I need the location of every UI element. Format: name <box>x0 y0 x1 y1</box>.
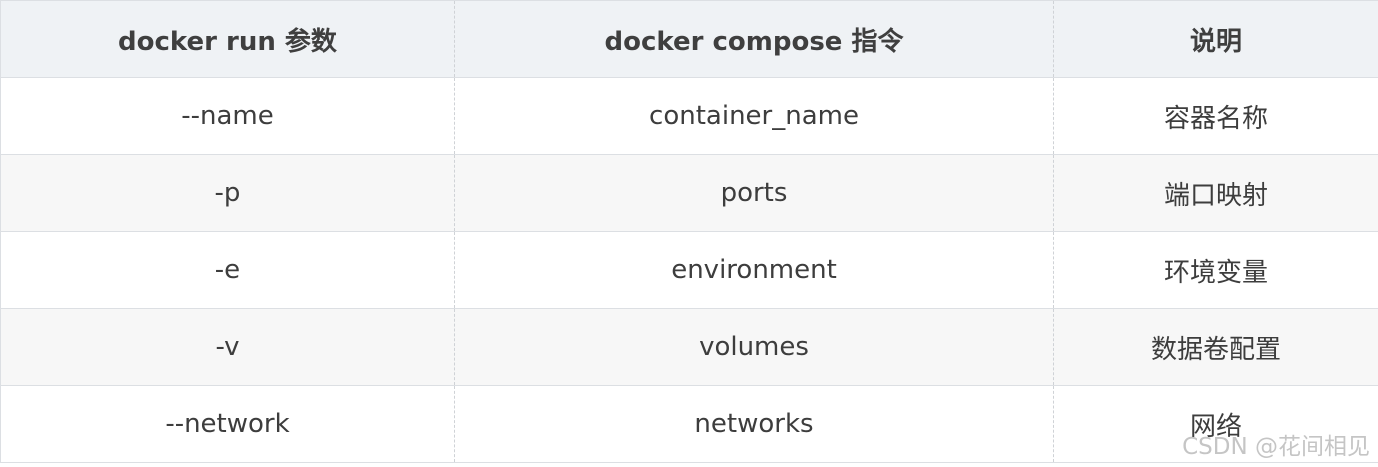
header-docker-run-param: docker run 参数 <box>0 0 455 78</box>
cell-description: 数据卷配置 <box>1053 308 1378 386</box>
header-docker-compose-directive: docker compose 指令 <box>454 0 1054 78</box>
cell-run-param: -v <box>0 308 455 386</box>
cell-compose-directive: networks <box>454 385 1054 463</box>
cell-run-param: --name <box>0 77 455 155</box>
cell-description: 容器名称 <box>1053 77 1378 155</box>
table-row: -v volumes 数据卷配置 <box>0 308 1378 386</box>
table-row: --network networks 网络 <box>0 385 1378 463</box>
cell-compose-directive: environment <box>454 231 1054 309</box>
cell-run-param: -p <box>0 154 455 232</box>
header-description: 说明 <box>1053 0 1378 78</box>
header-row: docker run 参数 docker compose 指令 说明 <box>0 0 1378 78</box>
cell-compose-directive: container_name <box>454 77 1054 155</box>
cell-description: 网络 <box>1053 385 1378 463</box>
table-row: -p ports 端口映射 <box>0 154 1378 232</box>
table-header: docker run 参数 docker compose 指令 说明 <box>0 0 1378 78</box>
cell-compose-directive: volumes <box>454 308 1054 386</box>
cell-run-param: --network <box>0 385 455 463</box>
cell-description: 端口映射 <box>1053 154 1378 232</box>
cell-compose-directive: ports <box>454 154 1054 232</box>
cell-description: 环境变量 <box>1053 231 1378 309</box>
table-row: -e environment 环境变量 <box>0 231 1378 309</box>
cell-run-param: -e <box>0 231 455 309</box>
table-body: --name container_name 容器名称 -p ports 端口映射… <box>0 77 1378 463</box>
table-row: --name container_name 容器名称 <box>0 77 1378 155</box>
